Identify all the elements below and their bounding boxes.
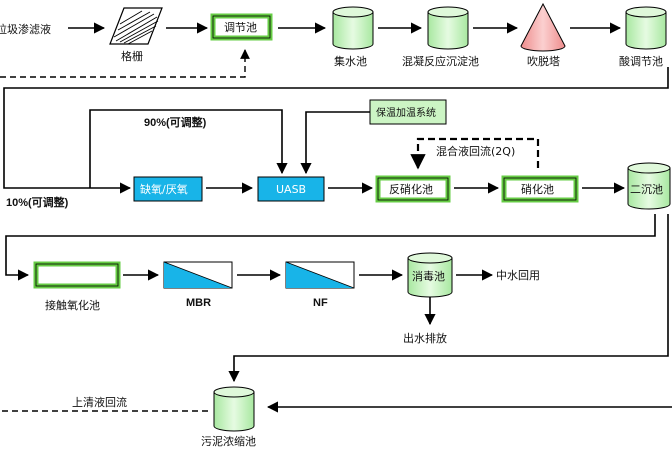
contact-oxidation-pool-box — [33, 261, 121, 289]
uasb-box — [257, 176, 325, 202]
secondary-clarifier-label: 二沉池 — [630, 183, 663, 196]
denitrification-pool-box — [375, 175, 451, 203]
nf-label: NF — [313, 297, 328, 309]
anoxic-anaerobic-label: 缺氧/厌氧 — [140, 182, 188, 196]
dashed-mixed-reflux — [410, 137, 540, 170]
reclaimed-water-label: 中水回用 — [496, 269, 540, 282]
nf-module — [285, 261, 355, 289]
coag-sed-pool-label: 混凝反应沉淀池 — [402, 54, 479, 68]
stripping-tower-label: 吹脱塔 — [527, 54, 560, 68]
uasb-label: UASB — [276, 183, 306, 196]
mbr-label: MBR — [186, 297, 211, 309]
grille-label: 格栅 — [121, 49, 143, 63]
mbr-module — [163, 261, 233, 289]
line-acid-wrap — [3, 67, 669, 194]
nitrification-pool-box — [501, 175, 579, 203]
heating-system-box — [369, 99, 447, 125]
collection-pool-cylinder — [332, 6, 374, 50]
heating-system-label: 保温加温系统 — [376, 106, 436, 119]
effluent-discharge-label: 出水排放 — [403, 331, 447, 345]
coag-sed-pool-cylinder — [427, 6, 469, 50]
leachate-label: 垃圾渗滤液 — [0, 22, 51, 36]
regulating-pool-box — [210, 13, 273, 41]
dashed-return-to-regulating — [0, 49, 250, 78]
sludge-thickener-label: 污泥浓缩池 — [201, 435, 256, 448]
sludge-thickener-cylinder — [213, 386, 255, 432]
secondary-clarifier-cylinder — [627, 162, 671, 210]
line-90-percent — [89, 109, 288, 188]
ratio-10-label: 10%(可调整) — [6, 195, 69, 209]
acid-regulating-pool-label: 酸调节池 — [619, 54, 663, 68]
stripping-tower-cone — [520, 2, 566, 52]
grille-icon — [109, 7, 163, 45]
collection-pool-label: 集水池 — [334, 54, 367, 68]
line-heating-to-uasb — [300, 111, 370, 175]
supernatant-reflux-label: 上清液回流 — [72, 395, 127, 409]
contact-oxidation-pool-label: 接触氧化池 — [45, 298, 100, 312]
line-clarifier-wrap — [5, 214, 656, 281]
nitrification-pool-label: 硝化池 — [521, 182, 554, 196]
anoxic-anaerobic-box — [133, 176, 203, 202]
acid-regulating-pool-cylinder — [625, 6, 667, 50]
mixed-reflux-label: 混合液回流(2Q) — [436, 144, 515, 158]
ratio-90-label: 90%(可调整) — [144, 115, 207, 129]
line-sludge-from-clarifier — [228, 214, 669, 383]
disinfection-pool-label: 消毒池 — [412, 269, 445, 283]
disinfection-pool-cylinder — [407, 252, 453, 298]
denitrification-pool-label: 反硝化池 — [389, 182, 433, 196]
regulating-pool-label: 调节池 — [224, 21, 257, 34]
